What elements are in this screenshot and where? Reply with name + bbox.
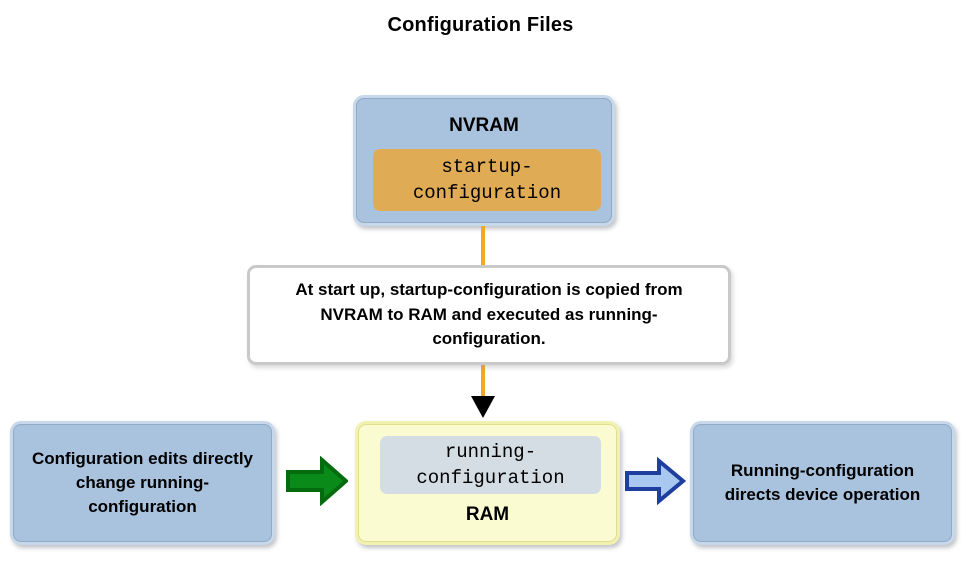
blue-right-arrow-icon (625, 456, 686, 506)
startup-configuration-label: startup- configuration (412, 155, 562, 204)
startup-copy-note: At start up, startup-configuration is co… (247, 265, 731, 365)
configuration-edits-box[interactable]: Configuration edits directly change runn… (10, 421, 275, 545)
green-right-arrow-icon (286, 456, 348, 506)
startup-configuration-chip[interactable]: startup- configuration (373, 149, 601, 211)
connector-line-note-to-ram (481, 362, 485, 402)
configuration-edits-text: Configuration edits directly change runn… (31, 448, 254, 517)
running-configuration-chip[interactable]: running- configuration (380, 436, 601, 494)
startup-copy-note-text: At start up, startup-configuration is co… (295, 280, 683, 349)
running-config-directs-text: Running-configuration directs device ope… (724, 460, 921, 504)
down-arrow-icon (471, 396, 495, 418)
ram-label: RAM (465, 504, 510, 525)
running-config-directs-box[interactable]: Running-configuration directs device ope… (690, 421, 955, 545)
connector-line-nvram-to-note (481, 226, 485, 268)
nvram-label: NVRAM (449, 115, 519, 136)
ram-box[interactable]: running- configuration RAM (355, 421, 620, 545)
running-configuration-label: running- configuration (416, 440, 565, 489)
nvram-box[interactable]: NVRAM startup- configuration (353, 95, 615, 226)
page-title: Configuration Files (387, 14, 574, 36)
